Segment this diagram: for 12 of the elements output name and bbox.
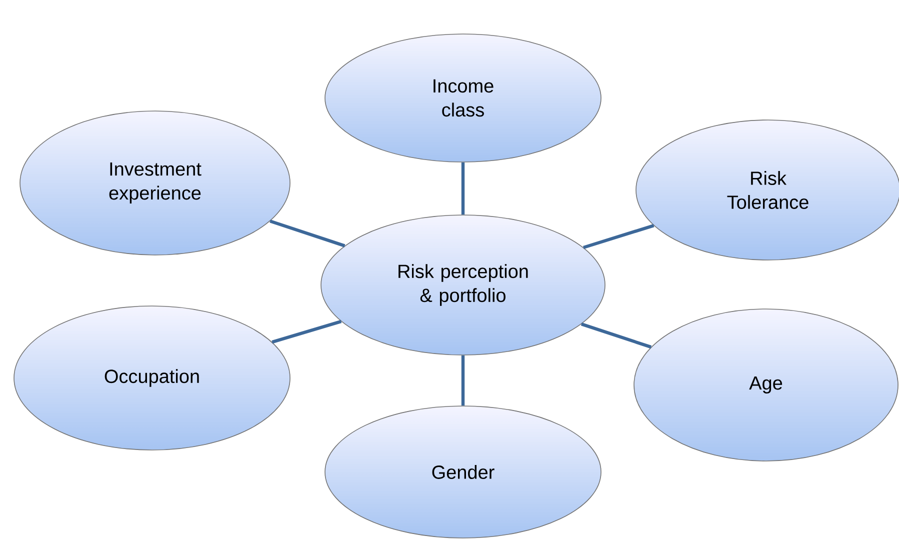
connector-line xyxy=(580,322,652,349)
ellipse-node: Age xyxy=(634,308,898,462)
ellipse-node: Investment experience xyxy=(20,110,290,256)
ellipse-node: Occupation xyxy=(14,306,290,450)
connector-line xyxy=(461,162,465,215)
connector-line xyxy=(583,224,654,249)
connector-line xyxy=(461,355,465,406)
ellipse-node: Income class xyxy=(324,34,602,162)
ellipse-node: Risk perception & portfolio xyxy=(320,214,606,356)
ellipse-node: Gender xyxy=(324,406,602,538)
connector-line xyxy=(270,220,346,248)
connector-line xyxy=(272,320,342,344)
